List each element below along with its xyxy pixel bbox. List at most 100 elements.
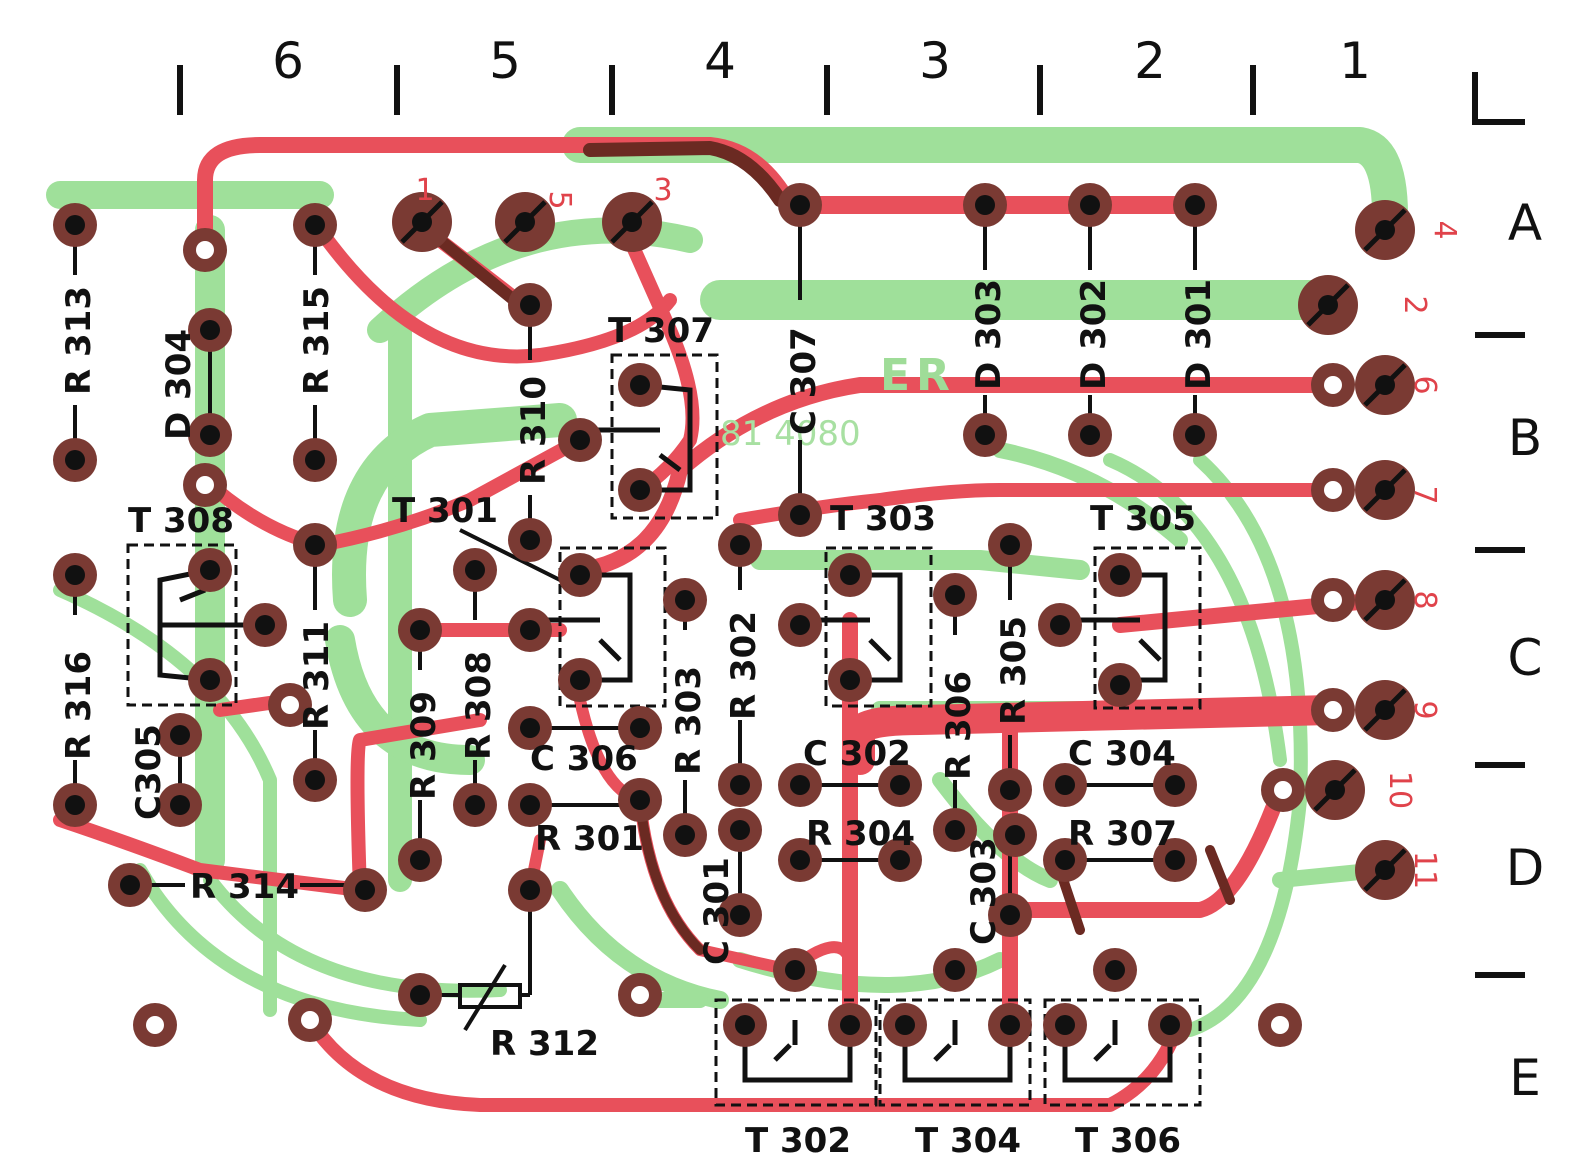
solder-pad — [158, 783, 202, 827]
pad-hole — [840, 1015, 860, 1035]
pad-hole — [520, 620, 540, 640]
connector-number: 7 — [1407, 485, 1442, 504]
pad-hole — [305, 535, 325, 555]
connector-pin-slash — [1363, 688, 1407, 732]
solder-pad — [1173, 413, 1217, 457]
column-label: 6 — [272, 32, 304, 90]
pad-hole — [1055, 775, 1075, 795]
d304-label: D 304 — [159, 329, 199, 440]
solder-pad — [993, 813, 1037, 857]
r312-label: R 312 — [490, 1024, 599, 1064]
pad-hole — [196, 476, 214, 494]
column-label: 3 — [919, 32, 951, 90]
t305-label: T 305 — [1090, 499, 1196, 539]
connector-number: 3 — [653, 173, 672, 208]
solder-pad — [1038, 603, 1082, 647]
pad-hole — [1000, 535, 1020, 555]
pad-hole — [1080, 425, 1100, 445]
connector-pin-slash — [503, 200, 547, 244]
pad-hole — [65, 450, 85, 470]
edge-connector — [392, 192, 1415, 900]
pad-hole — [520, 880, 540, 900]
solder-pad — [778, 493, 822, 537]
pad-hole — [790, 615, 810, 635]
transistor-outlines — [126, 353, 1202, 1107]
solder-pad — [773, 948, 817, 992]
r304-label: R 304 — [806, 814, 915, 854]
pad-hole — [570, 670, 590, 690]
t308-outline — [126, 543, 238, 707]
pad-hole — [1000, 1015, 1020, 1035]
c304-label: C 304 — [1068, 734, 1176, 774]
pad-hole — [255, 615, 275, 635]
r316-label: R 316 — [59, 651, 99, 760]
solder-pad — [558, 553, 602, 597]
solder-pad — [183, 228, 227, 272]
pad-hole — [630, 790, 650, 810]
pad-hole — [1055, 850, 1075, 870]
connector-ring-hole — [1324, 481, 1342, 499]
pad-hole — [675, 590, 695, 610]
t303-label: T 303 — [830, 499, 936, 539]
connector-pin-slash — [1313, 768, 1357, 812]
pad-hole — [675, 825, 695, 845]
pad-hole — [730, 775, 750, 795]
pad-hole — [730, 535, 750, 555]
solder-pad — [718, 808, 762, 852]
pad-hole — [305, 770, 325, 790]
d303-label: D 303 — [969, 279, 1009, 390]
connector-number: 11 — [1407, 851, 1442, 889]
pad-hole — [570, 565, 590, 585]
pad-hole — [975, 425, 995, 445]
pad-hole — [1080, 195, 1100, 215]
pad-hole — [1105, 960, 1125, 980]
r308-label: R 308 — [459, 651, 499, 760]
pad-hole — [1165, 775, 1185, 795]
r309-label: R 309 — [404, 691, 444, 800]
connector-ring-hole — [1324, 591, 1342, 609]
pad-hole — [65, 565, 85, 585]
solder-pad — [1153, 838, 1197, 882]
t308-label: T 308 — [128, 501, 234, 541]
pad-hole — [945, 960, 965, 980]
solder-pad — [778, 763, 822, 807]
pad-hole — [410, 850, 430, 870]
solder-pad — [398, 973, 442, 1017]
solder-pad — [1068, 413, 1112, 457]
pad-hole — [1055, 1015, 1075, 1035]
t307-label: T 307 — [608, 311, 714, 351]
r301-label: R 301 — [535, 819, 644, 859]
grid-ticks — [177, 65, 1525, 978]
pad-hole — [410, 985, 430, 1005]
solder-pad — [558, 418, 602, 462]
pad-hole — [1110, 565, 1130, 585]
pad-hole — [630, 375, 650, 395]
t307-outline — [610, 353, 719, 520]
pad-hole — [281, 696, 299, 714]
solder-pad — [988, 1003, 1032, 1047]
pad-hole — [1160, 1015, 1180, 1035]
pad-hole — [630, 480, 650, 500]
connector-number: 2 — [1397, 295, 1432, 314]
row-label: C — [1508, 629, 1543, 687]
pad-hole — [520, 295, 540, 315]
solder-pad — [53, 438, 97, 482]
solder-pad — [718, 523, 762, 567]
pad-hole — [1110, 675, 1130, 695]
solder-pad — [988, 523, 1032, 567]
pads — [53, 183, 1302, 1047]
solder-pad — [878, 838, 922, 882]
column-label: 5 — [489, 32, 521, 90]
pad-hole — [355, 880, 375, 900]
pad-hole — [570, 430, 590, 450]
connector-ring-hole — [1324, 701, 1342, 719]
c306-label: C 306 — [530, 739, 638, 779]
solder-pad — [778, 183, 822, 227]
solder-pad — [878, 763, 922, 807]
column-label: 2 — [1134, 32, 1166, 90]
solder-pad — [508, 608, 552, 652]
solder-pad — [108, 863, 152, 907]
solder-pad — [1098, 553, 1142, 597]
solder-pad — [618, 778, 662, 822]
solder-pad — [1148, 1003, 1192, 1047]
